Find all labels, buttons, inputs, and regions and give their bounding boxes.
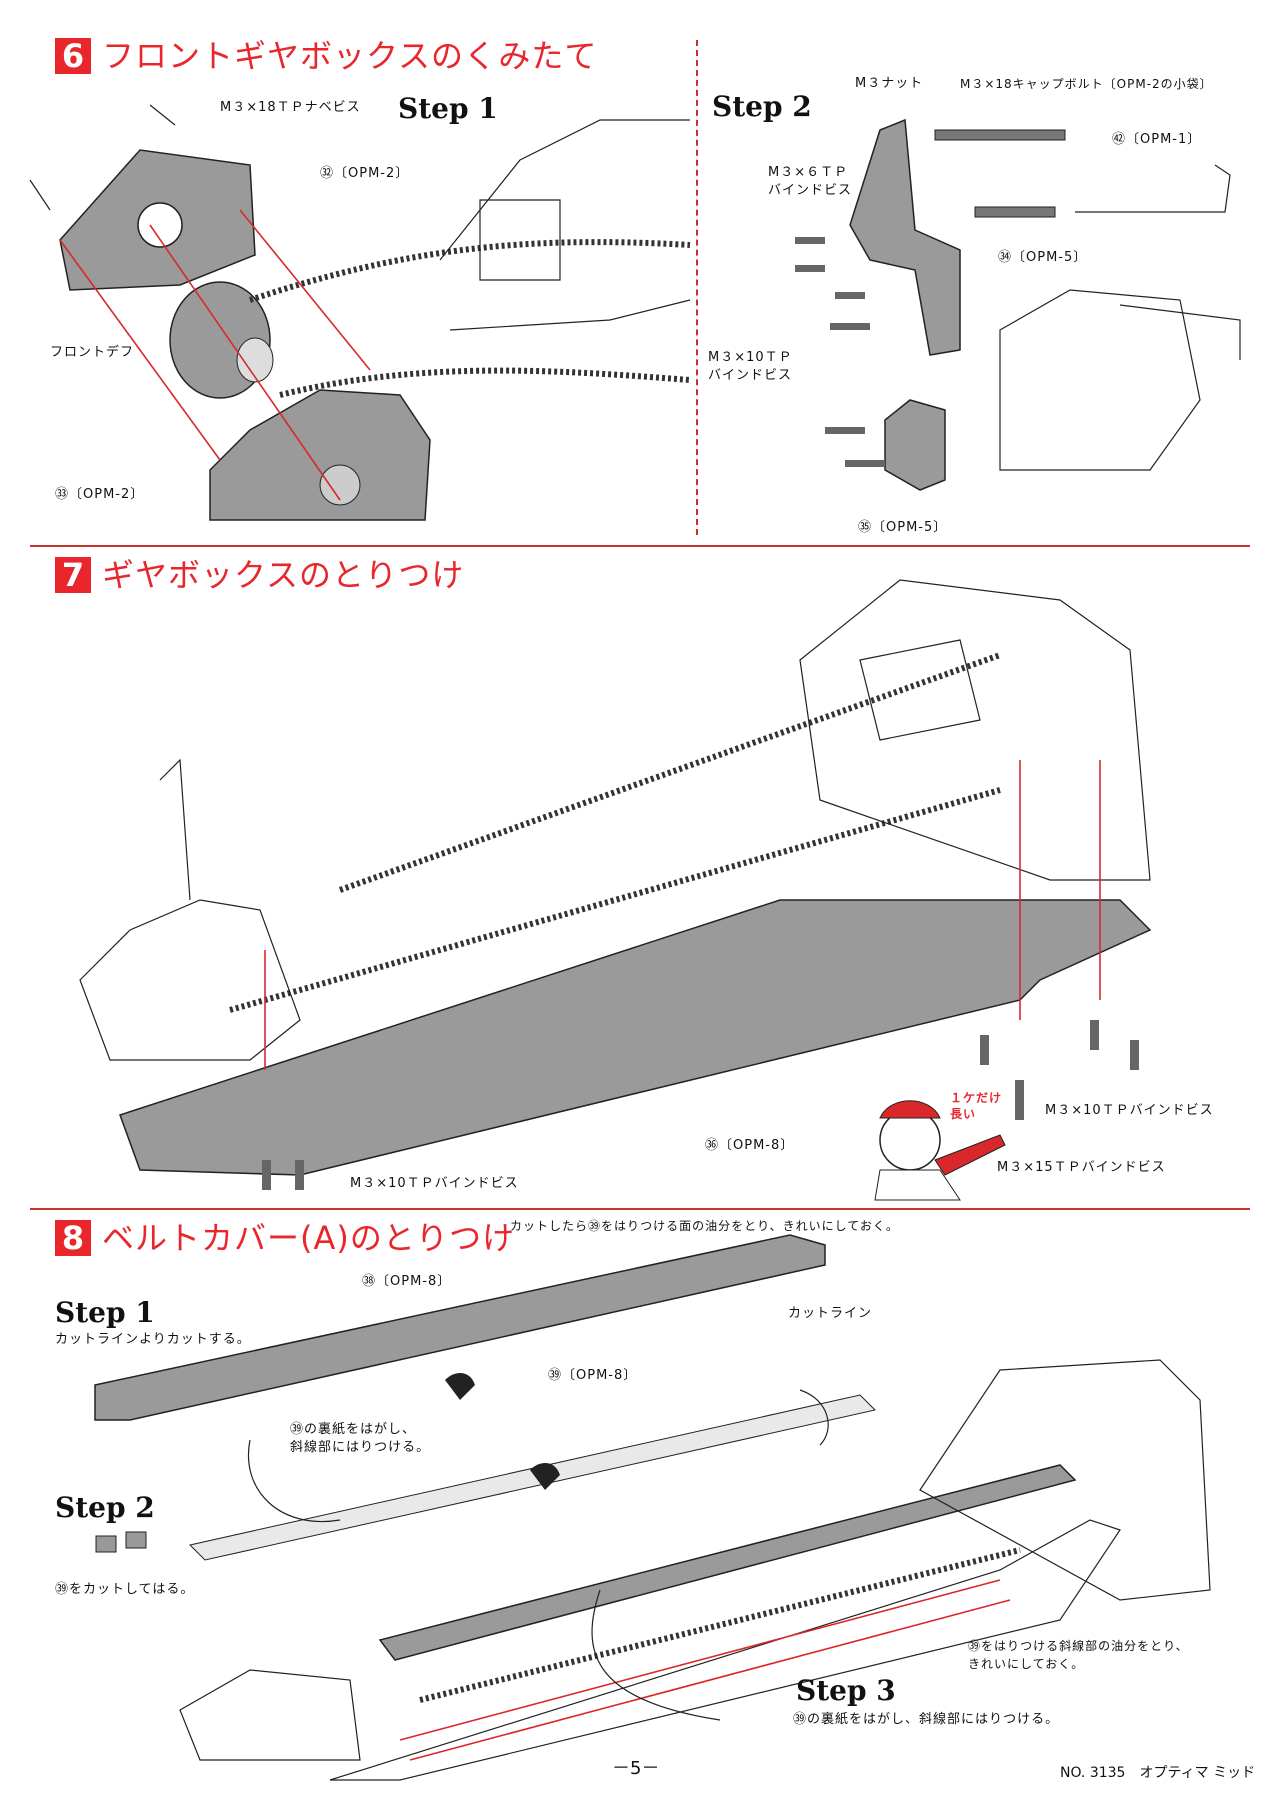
- peel-note-line2: 斜線部にはりつける。: [290, 1440, 431, 1455]
- front-gearbox-illustration-7: [79, 758, 301, 1061]
- rear-gearbox-illustration-7: [799, 579, 1151, 881]
- section-7-number: 7: [55, 557, 91, 593]
- m3x18-cap-bolt-label: M３×18キャップボルト〔OPM-2の小袋〕: [960, 77, 1213, 91]
- section-8-step2-label: Step 2: [55, 1491, 155, 1524]
- step1-note: カットラインよりカットする。: [55, 1332, 251, 1347]
- step-divider-dashed: [696, 40, 698, 535]
- section-divider-6-7: [30, 545, 1250, 547]
- m3x18-screw-label: M３×18ＴＰナベビス: [220, 100, 361, 115]
- section-8-title: ベルトカバー(A)のとりつけ: [102, 1219, 516, 1257]
- m3x10-screw-label-right: M３×10ＴＰバインドビス: [1045, 1103, 1214, 1118]
- chassis-illustration-8: [179, 1359, 1211, 1781]
- part-33-label: ㉝〔OPM-2〕: [55, 487, 145, 502]
- m3x15-screw-label: M３×15ＴＰバインドビス: [997, 1160, 1166, 1175]
- tape-strip-step3: [591, 1589, 721, 1721]
- belt-illustration-6: [249, 239, 691, 303]
- section-8-number: 8: [55, 1220, 91, 1256]
- cap-bolt-illustration: [934, 129, 1066, 218]
- step3-note: ㊴の裏紙をはがし、斜線部にはりつける。: [793, 1712, 1060, 1727]
- peel-note-line1: ㊴の裏紙をはがし、: [290, 1422, 417, 1437]
- page-number: －5－: [612, 1758, 660, 1779]
- m3x10-screw-label-line1: M３×10ＴＰ: [708, 350, 793, 365]
- part-35-label: ㉟〔OPM-5〕: [858, 520, 948, 535]
- cut-line-label: カットライン: [788, 1306, 873, 1321]
- m3x10-screw-label-line2: バインドビス: [708, 368, 793, 383]
- oil-note-line1: ㊴をはりつける斜線部の油分をとり、: [968, 1639, 1189, 1653]
- belt-cover-38-illustration: [94, 1234, 826, 1421]
- main-chassis-plate-illustration: [119, 899, 1152, 1176]
- part-39-label: ㊴〔OPM-8〕: [548, 1368, 638, 1383]
- gearbox-assembled-illustration: [999, 289, 1241, 471]
- model-number: NO. 3135 オプティマ ミッド: [1060, 1765, 1256, 1781]
- section-8-step1-label: Step 1: [55, 1296, 155, 1329]
- belt-illustration-7: [229, 787, 1001, 1013]
- front-diff-illustration: [169, 281, 274, 399]
- chassis-illustration-6: [439, 119, 691, 331]
- kyosho-mascot-illustration: [874, 1100, 1006, 1201]
- mascot-note-line1: １ケだけ: [950, 1091, 1003, 1105]
- plate-35-illustration: [884, 399, 946, 491]
- part-36-label: ㊱〔OPM-8〕: [705, 1138, 795, 1153]
- section-8-step3-label: Step 3: [796, 1674, 896, 1707]
- part-34-label: ㉞〔OPM-5〕: [998, 250, 1088, 265]
- gearbox-lower-illustration: [209, 389, 431, 521]
- m3x6-screw-label-line1: M３×６ＴＰ: [768, 165, 849, 180]
- section-6-title: フロントギヤボックスのくみたて: [102, 37, 598, 75]
- part-32-label: ㉜〔OPM-2〕: [320, 166, 410, 181]
- screw-row-6b: [795, 237, 885, 467]
- section-7-title: ギヤボックスのとりつけ: [102, 556, 465, 594]
- part-38-label: ㊳〔OPM-8〕: [362, 1274, 452, 1289]
- hex-wrench-illustration: [1075, 164, 1231, 213]
- section-6-step2-label: Step 2: [712, 90, 812, 123]
- step2-note: ㊴をカットしてはる。: [55, 1582, 195, 1597]
- oil-note-line2: きれいにしておく。: [968, 1657, 1085, 1671]
- section-divider-7-8: [30, 1208, 1250, 1210]
- cut-pieces-step2: [95, 1531, 147, 1553]
- m3x10-screw-label-bottom: M３×10ＴＰバインドビス: [350, 1176, 519, 1191]
- screws-7: [262, 1020, 1139, 1190]
- mascot-note-line2: 長い: [950, 1107, 977, 1121]
- gearbox-upper-illustration: [59, 149, 256, 291]
- front-diff-label: フロントデフ: [50, 345, 135, 360]
- motor-plate-illustration: [849, 118, 961, 356]
- cut-note: カットしたら㊴をはりつける面の油分をとり、きれいにしておく。: [510, 1219, 899, 1233]
- section-6-number: 6: [55, 38, 91, 74]
- screw-illustrations-6a: [29, 104, 176, 211]
- part-62-label: ㊷〔OPM-1〕: [1112, 132, 1202, 147]
- m3x6-screw-label-line2: バインドビス: [768, 183, 853, 198]
- scissors-marks: [445, 1373, 560, 1490]
- tape-39-illustration: [189, 1389, 876, 1561]
- m3-nut-label: M３ナット: [855, 76, 924, 91]
- section-6-step1-label: Step 1: [398, 92, 498, 125]
